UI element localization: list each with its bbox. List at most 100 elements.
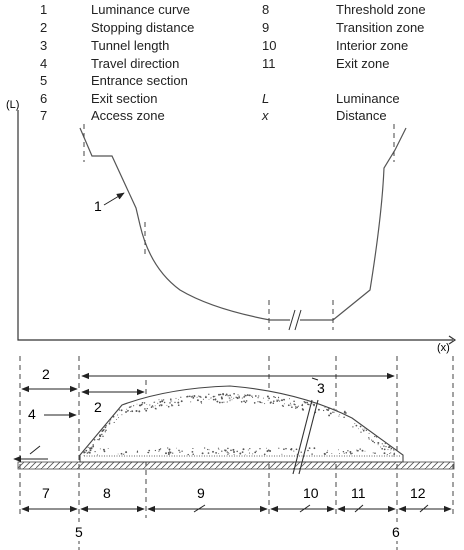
speckle-dot xyxy=(196,396,198,398)
speckle-dot xyxy=(377,444,379,446)
legend-key-9: 9 xyxy=(262,20,270,35)
speckle-dot xyxy=(99,438,101,440)
speckle-dot xyxy=(208,399,210,400)
speckle-dot xyxy=(251,395,253,397)
speckle-dot xyxy=(343,452,345,454)
speckle-dot xyxy=(235,396,237,399)
speckle-dot xyxy=(248,452,251,454)
speckle-dot xyxy=(266,450,269,453)
speckle-dot xyxy=(290,449,291,450)
speckle-dot xyxy=(112,415,115,418)
speckle-dot xyxy=(276,400,279,402)
speckle-dot xyxy=(301,404,304,407)
speckle-dot xyxy=(252,453,254,455)
speckle-dot xyxy=(166,404,168,406)
speckle-dot xyxy=(356,449,358,451)
speckle-dot xyxy=(239,452,242,455)
speckle-dot xyxy=(258,395,260,397)
speckle-dot xyxy=(331,408,333,410)
speckle-dot xyxy=(210,397,212,399)
speckle-dot xyxy=(89,452,91,454)
speckle-dot xyxy=(385,446,387,448)
zone-7-label: 7 xyxy=(42,485,50,501)
speckle-dot xyxy=(338,415,340,417)
speckle-dot xyxy=(257,397,259,399)
speckle-dot xyxy=(227,452,229,454)
speckle-dot xyxy=(303,401,305,403)
speckle-dot xyxy=(157,402,159,404)
y-axis-label: (L) xyxy=(6,99,19,111)
speckle-dot xyxy=(227,453,229,455)
speckle-dot xyxy=(383,452,386,455)
zone-9-leader xyxy=(193,504,206,513)
speckle-dot xyxy=(381,443,383,445)
speckle-dot xyxy=(333,411,335,413)
speckle-dot xyxy=(252,396,254,399)
speckle-dot xyxy=(311,453,313,455)
speckle-dot xyxy=(277,399,279,401)
speckle-dot xyxy=(281,399,283,402)
speckle-dot xyxy=(254,395,257,397)
legend-label-5: Entrance section xyxy=(91,73,188,88)
speckle-dot xyxy=(290,404,292,406)
legend-label-6: Exit section xyxy=(91,91,158,106)
speckle-dot xyxy=(125,451,128,454)
speckle-dot xyxy=(278,447,280,449)
speckle-dot xyxy=(268,397,270,400)
legend-label-x: Distance xyxy=(336,108,387,123)
speckle-dot xyxy=(282,405,285,407)
speckle-dot xyxy=(83,454,85,456)
speckle-dot xyxy=(393,453,396,456)
speckle-dot xyxy=(218,448,220,450)
speckle-dot xyxy=(357,449,359,452)
speckle-dot xyxy=(300,451,302,453)
speckle-dot xyxy=(329,412,332,415)
speckle-dot xyxy=(371,439,373,441)
speckle-dot xyxy=(360,431,362,433)
legend-key-7: 7 xyxy=(40,108,48,123)
speckle-dot xyxy=(375,436,378,438)
speckle-dot xyxy=(241,397,243,399)
speckle-dot xyxy=(131,405,132,407)
speckle-dot xyxy=(224,450,226,452)
speckle-dot xyxy=(262,397,264,399)
speckle-dot xyxy=(169,398,172,401)
legend-key-11: 11 xyxy=(262,56,276,71)
speckle-dot xyxy=(104,426,107,429)
speckle-dot xyxy=(223,401,225,403)
speckle-dot xyxy=(313,403,315,406)
speckle-dot xyxy=(203,447,206,449)
speckle-dot xyxy=(102,448,105,451)
vehicle-arrow-tail xyxy=(29,445,41,455)
speckle-dot xyxy=(228,397,230,399)
speckle-dot xyxy=(122,453,124,455)
speckle-dot xyxy=(128,406,131,408)
speckle-dot xyxy=(198,395,200,397)
speckle-dot xyxy=(356,450,358,452)
speckle-dot xyxy=(383,445,385,447)
speckle-dot xyxy=(133,405,135,407)
speckle-dot xyxy=(117,414,119,416)
speckle-dot xyxy=(214,395,216,397)
speckle-dot xyxy=(135,410,138,412)
speckle-dot xyxy=(105,429,107,432)
speckle-dot xyxy=(243,400,245,403)
speckle-dot xyxy=(165,452,167,455)
speckle-dot xyxy=(129,406,132,408)
speckle-dot xyxy=(201,402,203,404)
speckle-dot xyxy=(117,453,119,455)
speckle-dot xyxy=(343,416,345,419)
speckle-dot xyxy=(339,414,341,416)
speckle-dot xyxy=(359,425,362,428)
speckle-dot xyxy=(83,451,85,454)
zone-12-leader xyxy=(419,504,429,513)
speckle-dot xyxy=(386,453,388,456)
speckle-dot xyxy=(307,449,309,452)
speckle-dot xyxy=(196,399,199,402)
speckle-dot xyxy=(297,405,299,407)
speckle-dot xyxy=(249,447,251,450)
speckle-dot xyxy=(101,433,103,436)
speckle-dot xyxy=(162,399,165,401)
speckle-dot xyxy=(208,449,210,451)
